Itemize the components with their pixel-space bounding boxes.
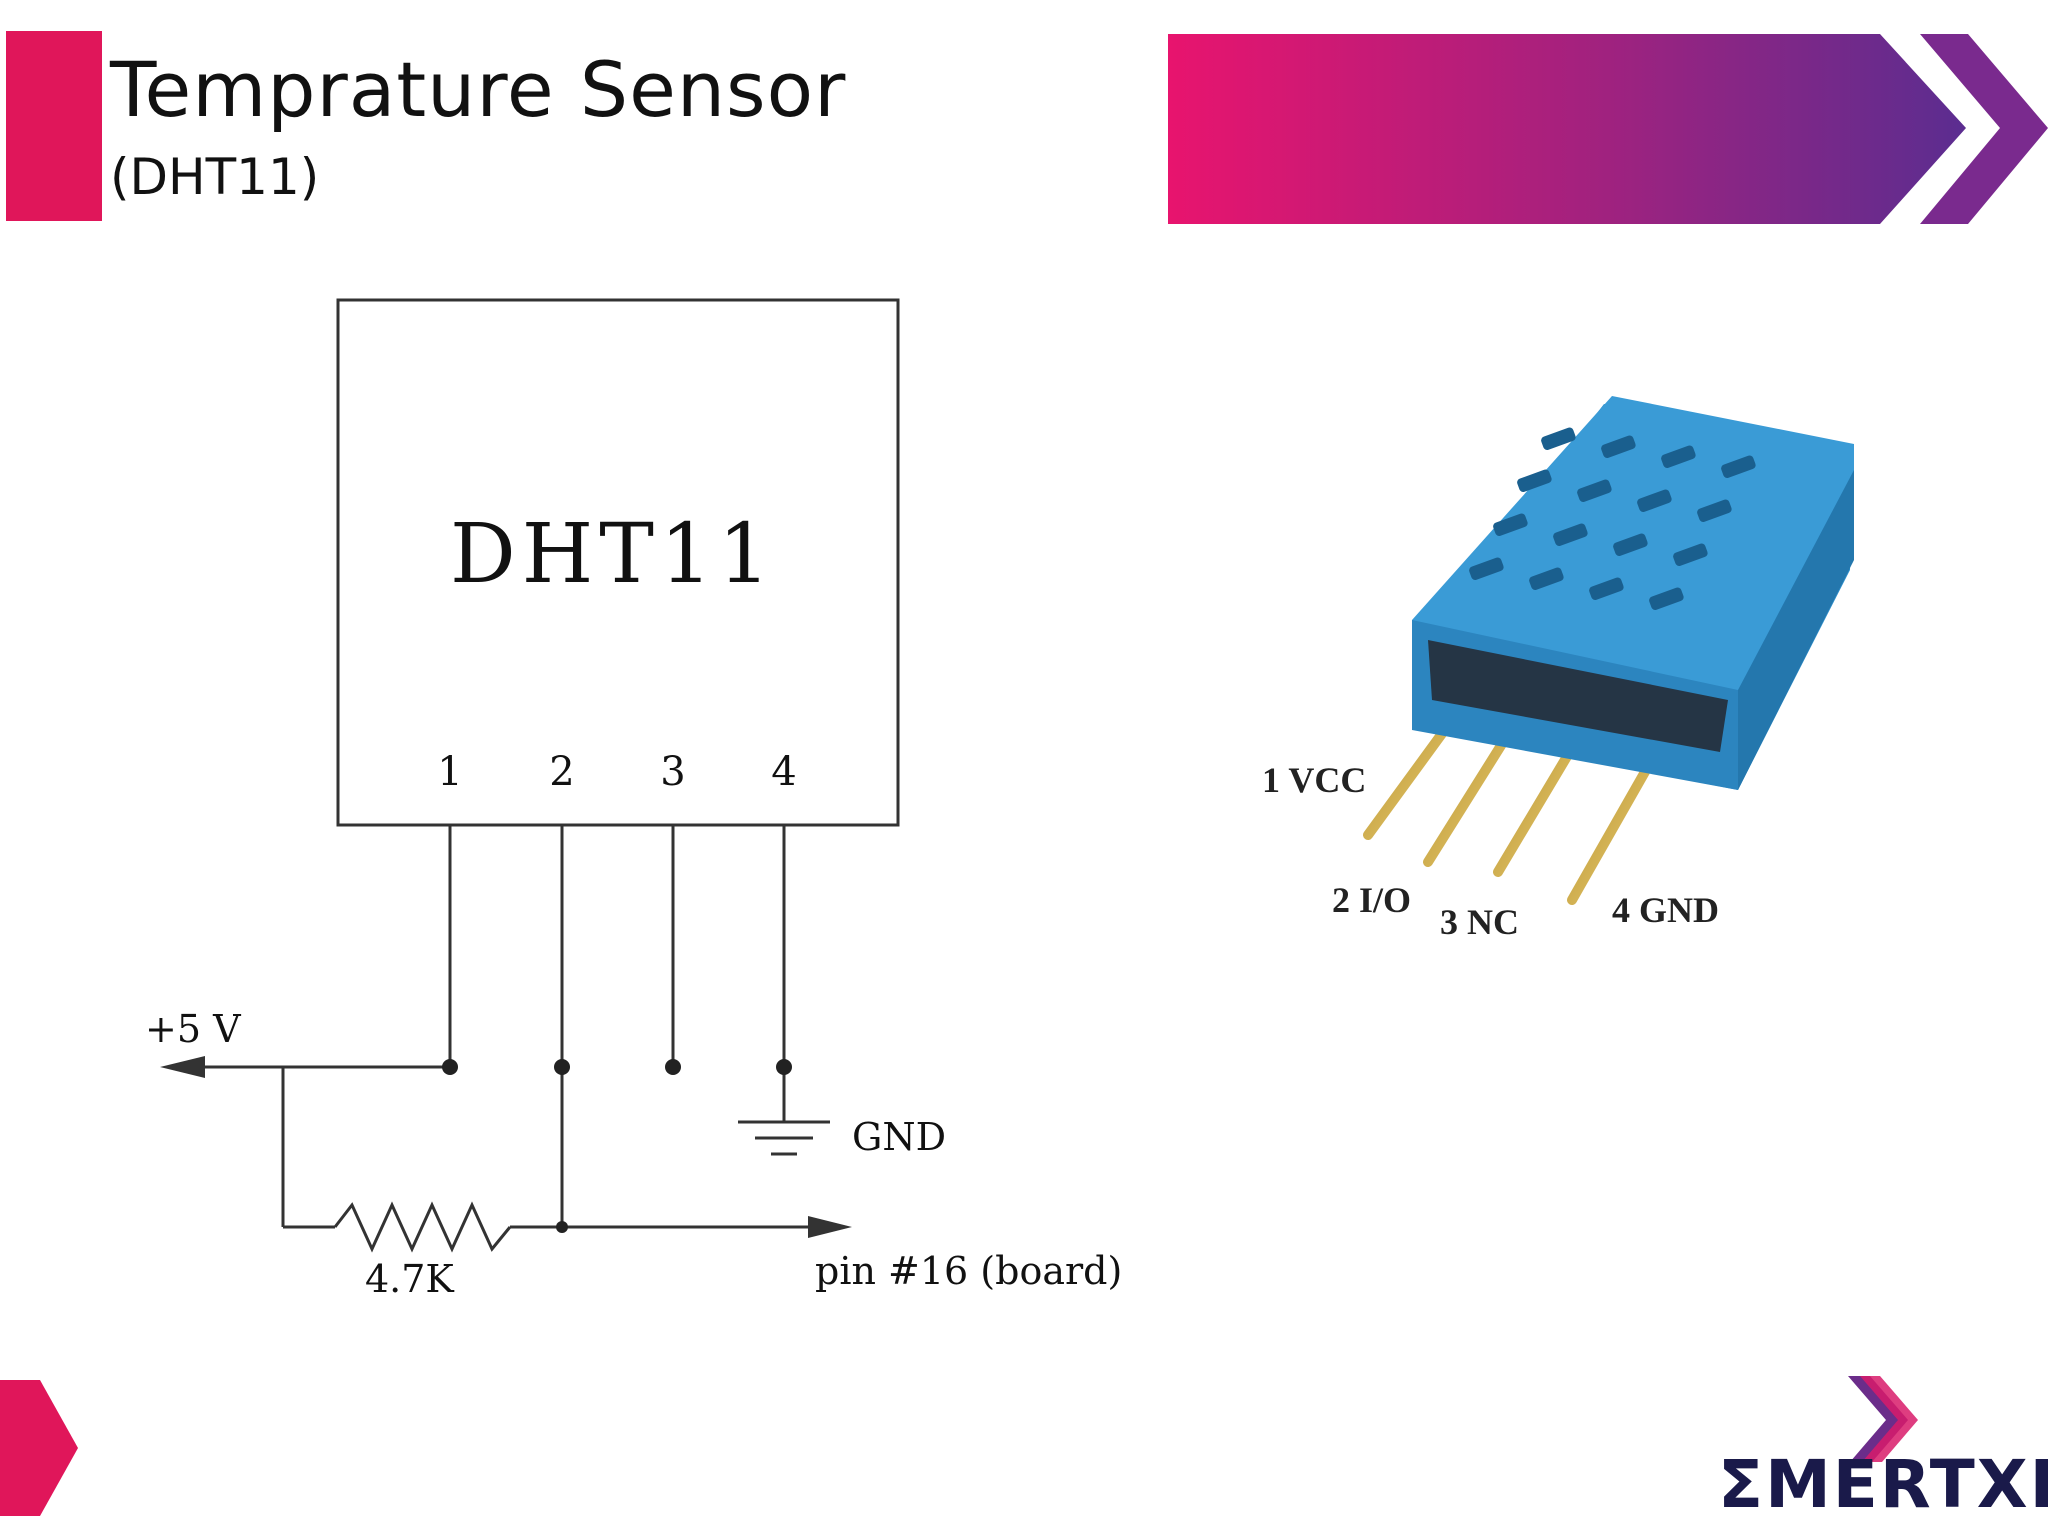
- ground-label: GND: [852, 1115, 946, 1159]
- chip-outline: [336, 298, 900, 827]
- sensor-body: [1412, 396, 1854, 790]
- sensor-pin-label-2: 2 I/O: [1332, 880, 1411, 920]
- resistor: [333, 1201, 512, 1253]
- banner-arrow: [1168, 34, 1966, 224]
- page-title: Temprature Sensor: [110, 45, 847, 134]
- sensor-pin-label-1: 1 VCC: [1262, 760, 1366, 800]
- company-logo: ΣMERTXE: [1718, 1446, 2048, 1523]
- supply-label: +5 V: [145, 1007, 241, 1051]
- output-arrow: [808, 1216, 852, 1238]
- corner-arrow: [0, 1380, 78, 1516]
- sensor-opening: [1428, 640, 1728, 752]
- pin-number-2: 2: [549, 749, 574, 795]
- page-subtitle: (DHT11): [110, 148, 320, 206]
- banner-chevron: [1920, 34, 2048, 224]
- resistor-label: 4.7K: [365, 1257, 454, 1301]
- pin-number-4: 4: [771, 749, 796, 795]
- supply-arrow: [160, 1056, 205, 1078]
- chip-label: DHT11: [450, 507, 776, 602]
- sensor-pin-label-3: 3 NC: [1440, 902, 1519, 942]
- sensor-pin-label-4: 4 GND: [1612, 890, 1719, 930]
- title-accent-bar: [6, 31, 102, 221]
- output-label: pin #16 (board): [815, 1249, 1122, 1293]
- pin-number-3: 3: [660, 749, 685, 795]
- pin-number-1: 1: [437, 749, 462, 795]
